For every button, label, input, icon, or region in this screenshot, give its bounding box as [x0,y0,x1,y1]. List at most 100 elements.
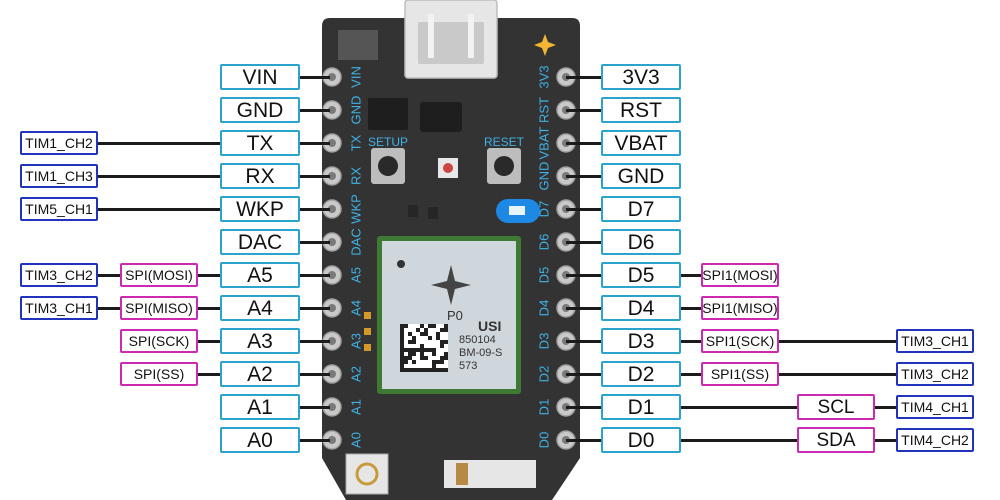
silk-left-a0: A0 [349,432,364,448]
datamatrix-cell [416,328,420,332]
timer-label-wkp: TIM5_CH1 [20,197,98,221]
pin-label-d3-right: D3 [601,328,681,354]
datamatrix-cell [400,328,404,332]
datamatrix-cell [424,328,428,332]
pin-hole-left [328,337,336,345]
silk-right-d0: D0 [537,432,552,449]
datamatrix-cell [424,348,428,352]
pin-label-a0: A0 [220,427,300,453]
connector-line [198,340,220,343]
module-code-line: 573 [459,360,477,372]
pin-label-gnd: GND [220,97,300,123]
connector-line [98,274,120,277]
pin-hole-left [328,436,336,444]
datamatrix-cell [408,368,412,372]
connector-line [681,373,701,376]
datamatrix-cell [432,324,436,328]
i2c-label-d1: SCL [797,394,875,420]
timer-label-a5: TIM3_CH2 [20,263,98,287]
regulator-chip [368,98,408,130]
spi-label-a5: SPI(MOSI) [120,263,198,287]
timer-label-d2: TIM3_CH2 [896,362,974,386]
silk-right-d1: D1 [537,399,552,416]
gold-pad-1 [364,328,371,335]
connector-line [300,274,330,277]
pin-label-rst-right: RST [601,97,681,123]
pin-label-a2: A2 [220,361,300,387]
datamatrix-cell [428,324,432,328]
datamatrix-cell [416,348,420,352]
silk-left-rx: RX [349,167,364,185]
datamatrix-cell [432,348,436,352]
silk-right-3v3: 3V3 [537,65,552,88]
usb-tab-left [428,14,434,58]
datamatrix-cell [404,324,408,328]
pin-label-tx: TX [220,130,300,156]
silk-right-gnd: GND [537,162,552,191]
datamatrix-cell [400,356,404,360]
datamatrix-cell [400,336,404,340]
connector-line [779,340,896,343]
rgb-led-dot [443,163,453,173]
pin-hole-left [328,271,336,279]
silk-left-a1: A1 [349,399,364,415]
pin-hole-left [328,172,336,180]
connector-line [566,439,601,442]
antenna-chip [338,30,378,60]
datamatrix-cell [412,360,416,364]
silk-right-d7: D7 [537,201,552,218]
connector-line [681,406,797,409]
pin-label-d4-right: D4 [601,295,681,321]
timer-label-rx: TIM1_CH3 [20,164,98,188]
datamatrix-cell [412,336,416,340]
datamatrix-cell [440,360,444,364]
usb-tab-right [468,14,474,58]
datamatrix-cell [424,356,428,360]
connector-line [300,109,330,112]
pin-label-a4: A4 [220,295,300,321]
silk-right-vbat: VBAT [537,126,552,159]
connector-line [300,208,330,211]
datamatrix-cell [420,332,424,336]
spi-label-d5: SPI1(MOSI) [701,263,779,287]
datamatrix-cell [408,352,412,356]
pin-label-a3: A3 [220,328,300,354]
pin-label-gnd-right: GND [601,163,681,189]
silk-right-rst: RST [537,97,552,123]
connector-line [566,241,601,244]
pin-label-d6-right: D6 [601,229,681,255]
connector-line [566,142,601,145]
connector-line [300,439,330,442]
connector-line [681,307,701,310]
silk-left-gnd: GND [349,96,364,125]
datamatrix-cell [420,368,424,372]
silk-right-d5: D5 [537,267,552,284]
datamatrix-cell [420,356,424,360]
connector-line [566,175,601,178]
datamatrix-cell [440,356,444,360]
connector-line [566,406,601,409]
connector-line [566,109,601,112]
connector-line [681,439,797,442]
reset-button-cap [494,156,514,176]
datamatrix-cell [400,332,404,336]
timer-label-d1: TIM4_CH1 [896,395,974,419]
datamatrix-cell [408,340,412,344]
silk-right-d4: D4 [537,300,552,317]
datamatrix-cell [416,368,420,372]
datamatrix-cell [404,348,408,352]
d7-led [509,206,525,215]
usb-opening [418,22,484,64]
datamatrix-cell [432,364,436,368]
pin-hole-left [328,73,336,81]
connector-line [681,274,701,277]
datamatrix-cell [400,368,404,372]
datamatrix-cell [440,368,444,372]
pin-hole-left [328,106,336,114]
star-logo-icon [534,34,556,56]
timer-label-d3: TIM3_CH1 [896,329,974,353]
datamatrix-cell [436,336,440,340]
connector-line [779,373,896,376]
datamatrix-cell [444,324,448,328]
